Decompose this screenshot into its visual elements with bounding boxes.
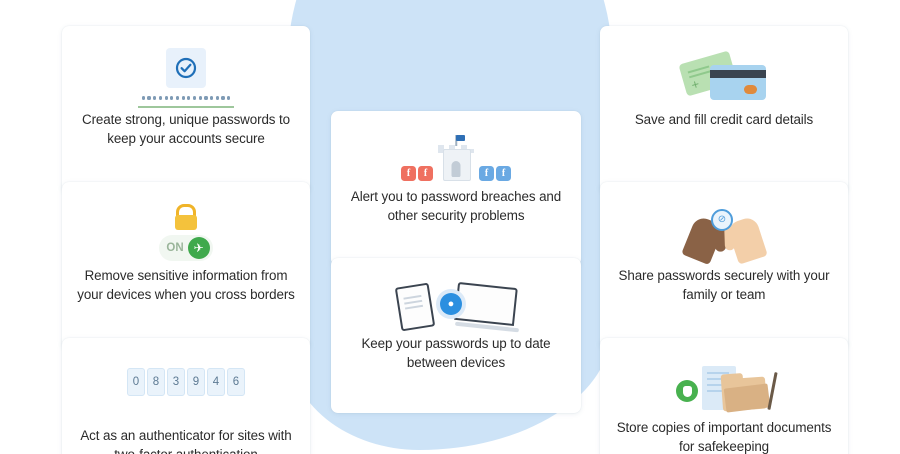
documents-illustration — [676, 364, 778, 414]
feature-card-label: Remove sensitive information from your d… — [77, 268, 295, 302]
breach-icon-row: f f f f — [401, 135, 511, 181]
padlock-airplane-mode-icon: ON ✈ — [62, 204, 310, 266]
password-dots-field — [138, 93, 234, 108]
app-tile-breached: f — [401, 166, 416, 181]
feature-card-label: Share passwords securely with your famil… — [618, 268, 830, 302]
app-tile-secure: f — [479, 166, 494, 181]
check-circle-glyph — [175, 57, 197, 79]
feature-card-credit-cards[interactable]: Save and fill credit card details — [600, 26, 848, 193]
credit-cards-illustration — [678, 50, 766, 105]
airplane-icon: ✈ — [187, 237, 210, 259]
laptop-icon — [454, 281, 518, 327]
feature-card-label: Alert you to password breaches and other… — [350, 189, 562, 223]
check-circle-badge — [166, 48, 206, 88]
otp-digit: 4 — [207, 368, 225, 396]
feature-card-device-sync[interactable]: ● Keep your passwords up to date between… — [331, 258, 581, 413]
feature-card-secure-sharing[interactable]: ⊘ Share passwords securely with your fam… — [600, 182, 848, 349]
tablet-icon — [394, 282, 436, 332]
app-tile-breached: f — [418, 166, 433, 181]
pencil-icon — [767, 372, 778, 410]
shared-key-badge-icon: ⊘ — [711, 209, 733, 231]
magnetic-stripe — [710, 70, 766, 78]
castle-keyhole-app-tiles-icon: f f f f — [331, 129, 581, 187]
feature-card-strong-passwords[interactable]: Create strong, unique passwords to keep … — [62, 26, 310, 193]
otp-code-digits-icon: 0 8 3 9 4 6 — [62, 360, 310, 426]
check-circle-password-field-icon — [62, 48, 310, 110]
otp-digit: 9 — [187, 368, 205, 396]
otp-digit: 8 — [147, 368, 165, 396]
app-tile-secure: f — [496, 166, 511, 181]
feature-card-two-factor-authenticator[interactable]: 0 8 3 9 4 6 Act as an authenticator for … — [62, 338, 310, 454]
castle-keyhole-glyph — [435, 135, 477, 181]
feature-card-document-storage[interactable]: Store copies of important documents for … — [600, 338, 848, 454]
feature-card-label: Save and fill credit card details — [634, 112, 814, 127]
hands-illustration: ⊘ — [678, 209, 770, 266]
feature-card-label: Store copies of important documents for … — [616, 420, 832, 454]
sync-cloud-icon: ● — [440, 293, 462, 315]
credit-cards-icon — [600, 48, 848, 110]
credit-card-front — [710, 65, 766, 100]
tablet-laptop-sync-icon: ● — [331, 276, 581, 334]
shield-protected-icon — [676, 380, 698, 402]
documents-folder-shield-icon — [600, 360, 848, 418]
card-chip — [744, 85, 757, 94]
two-hands-sharing-icon: ⊘ — [600, 204, 848, 266]
otp-digit: 6 — [227, 368, 245, 396]
feature-card-label: Create strong, unique passwords to keep … — [82, 112, 290, 146]
feature-card-label: Keep your passwords up to date between d… — [361, 336, 551, 370]
toggle-state-label: ON — [166, 242, 184, 254]
otp-digit: 0 — [127, 368, 145, 396]
padlock-glyph — [175, 204, 197, 230]
feature-card-label: Act as an authenticator for sites with t… — [80, 428, 292, 454]
otp-digit: 3 — [167, 368, 185, 396]
otp-digit-row: 0 8 3 9 4 6 — [127, 368, 245, 396]
feature-card-breach-alerts[interactable]: f f f f Alert you to password breaches a… — [331, 111, 581, 266]
devices-illustration: ● — [394, 279, 520, 333]
airplane-mode-toggle[interactable]: ON ✈ — [159, 235, 213, 261]
feature-card-border-crossing[interactable]: ON ✈ Remove sensitive information from y… — [62, 182, 310, 349]
